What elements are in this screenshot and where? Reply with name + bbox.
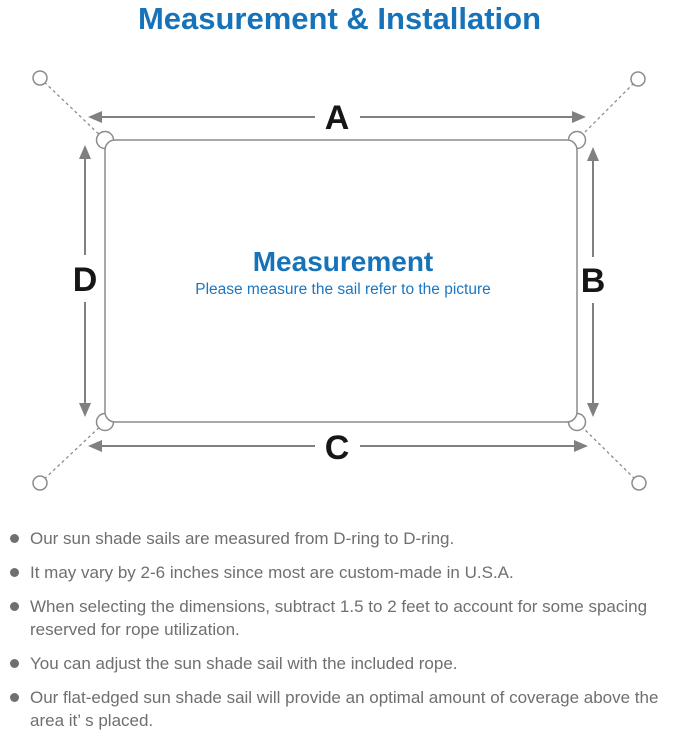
d-rings	[95, 130, 587, 432]
note-item: Our flat-edged sun shade sail will provi…	[0, 686, 672, 732]
diagram-center-subtitle: Please measure the sail refer to the pic…	[195, 281, 491, 298]
note-text: You can adjust the sun shade sail with t…	[30, 654, 458, 673]
anchor-point-icon	[32, 475, 48, 491]
note-item: You can adjust the sun shade sail with t…	[0, 652, 672, 675]
notes-list: Our sun shade sails are measured from D-…	[0, 527, 672, 739]
anchor-points	[32, 70, 647, 491]
arrow-d-down-head	[79, 403, 91, 417]
bullet-icon	[10, 534, 19, 543]
bullet-icon	[10, 659, 19, 668]
note-text: It may vary by 2-6 inches since most are…	[30, 563, 514, 582]
arrow-a-left-head	[88, 111, 102, 123]
arrow-c-right-head	[574, 440, 588, 452]
rope-lines	[39, 77, 640, 484]
note-text: Our flat-edged sun shade sail will provi…	[30, 688, 659, 730]
note-text: Our sun shade sails are measured from D-…	[30, 529, 455, 548]
sail-outline	[104, 139, 578, 423]
arrow-b-down-head	[587, 403, 599, 417]
bullet-icon	[10, 602, 19, 611]
bullet-icon	[10, 568, 19, 577]
note-item: It may vary by 2-6 inches since most are…	[0, 561, 672, 584]
rope-line-top-left	[39, 77, 106, 141]
rope-line-top-right	[576, 78, 639, 141]
dimension-label-c: C	[325, 429, 350, 467]
dimension-label-d: D	[73, 261, 98, 299]
anchor-point-icon	[630, 71, 646, 87]
diagram-center-title: Measurement	[253, 246, 434, 277]
page-title: Measurement & Installation	[137, 1, 542, 36]
anchor-point-icon	[631, 475, 647, 491]
arrow-a-right-head	[572, 111, 586, 123]
arrow-d-up-head	[79, 145, 91, 159]
note-item: When selecting the dimensions, subtract …	[0, 595, 672, 641]
sail-measurement-diagram: A B C D Measurement Please measure the s…	[32, 70, 647, 491]
rope-line-bottom-left	[39, 421, 106, 484]
measurement-arrows	[79, 111, 599, 452]
rope-line-bottom-right	[576, 421, 640, 484]
anchor-point-icon	[32, 70, 48, 86]
note-item: Our sun shade sails are measured from D-…	[0, 527, 672, 550]
arrow-b-up-head	[587, 147, 599, 161]
dimension-label-b: B	[581, 262, 606, 300]
bullet-icon	[10, 693, 19, 702]
arrow-c-left-head	[88, 440, 102, 452]
note-text: When selecting the dimensions, subtract …	[30, 597, 648, 639]
dimension-label-a: A	[325, 99, 350, 137]
